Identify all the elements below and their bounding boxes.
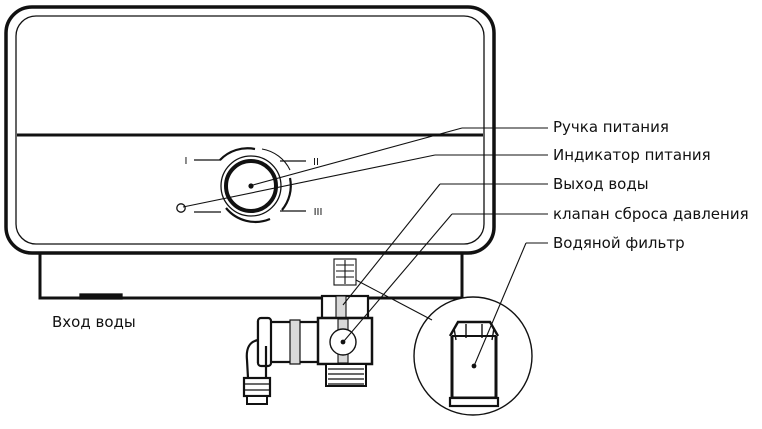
water-filter [448,320,500,408]
label-power-knob: Ручка питания [553,118,669,136]
water-inlet-pipe [79,293,123,300]
lower-housing [38,246,464,300]
label-water-inlet: Вход воды [52,313,136,331]
dial-tick-lines [194,159,306,213]
label-pressure-relief-valve: клапан сброса давления [553,205,749,223]
power-indicator-light [176,203,186,213]
heater-body-inner [15,15,485,245]
dial-mark-3: III [314,207,323,218]
dial-mark-2: II [313,157,319,168]
leader-lines [182,127,548,367]
label-water-filter: Водяной фильтр [553,234,685,252]
label-water-outlet: Выход воды [553,175,649,193]
magnifier-connector-line [355,279,433,321]
outlet-connector [333,258,357,286]
heater-body-outer [4,5,496,255]
dial-mark-1: I [185,156,188,167]
valve-fitting [242,294,374,405]
label-power-indicator: Индикатор питания [553,146,711,164]
power-knob [219,147,292,224]
